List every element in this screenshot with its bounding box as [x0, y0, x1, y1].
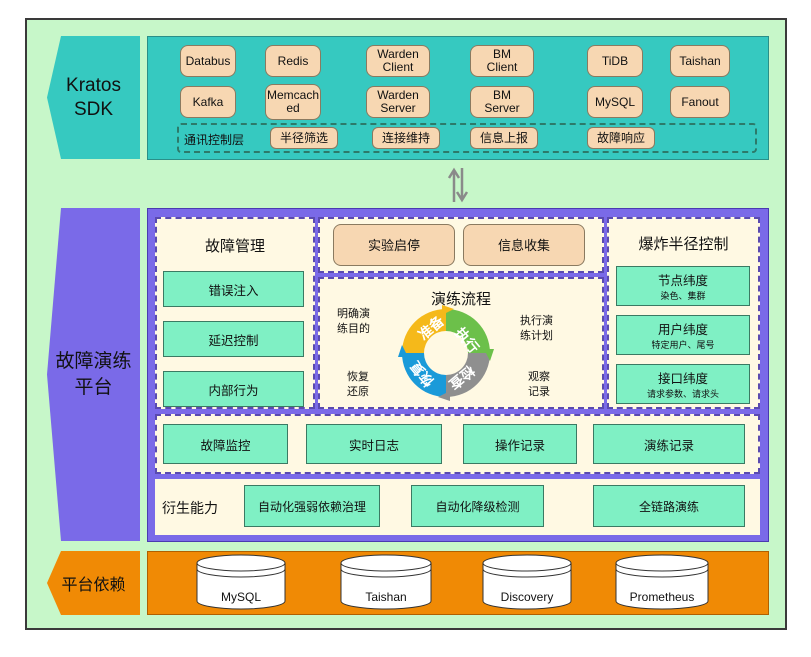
- deps-label: 平台依赖: [47, 551, 140, 615]
- start-stop-button[interactable]: 实验启停: [333, 224, 455, 266]
- sdk-label: Kratos SDK: [47, 36, 140, 159]
- fault-monitor-box[interactable]: 故障监控: [163, 424, 288, 464]
- sdk-panel: [147, 36, 769, 160]
- sdk-item-redis[interactable]: Redis: [265, 45, 321, 77]
- blast-title: 爆炸半径控制: [638, 236, 729, 253]
- blast-user-dim[interactable]: 用户纬度 特定用户、尾号: [616, 315, 750, 355]
- dep-discovery: Discovery: [501, 590, 554, 604]
- blast-api-label: 接口纬度: [657, 372, 708, 386]
- comm-item-radius-filter[interactable]: 半径筛选: [270, 127, 338, 149]
- sdk-item-databus[interactable]: Databus: [180, 45, 236, 77]
- fault-mgmt-border: [155, 217, 315, 409]
- flow-title: 演练流程: [430, 291, 491, 308]
- database-icon: MySQL: [196, 554, 286, 610]
- blast-user-label: 用户纬度: [657, 323, 708, 337]
- flow-left-top: 明确演 练目的: [337, 308, 370, 335]
- sdk-item-warden-client[interactable]: Warden Client: [366, 45, 430, 77]
- drill-record-box[interactable]: 演练记录: [593, 424, 745, 464]
- flow-ring: 准备 执行 检查 恢复: [398, 305, 494, 401]
- sdk-item-memcached[interactable]: Memcach ed: [265, 84, 321, 120]
- blast-panel-border: [607, 217, 760, 409]
- sdk-item-bm-client[interactable]: BM Client: [470, 45, 534, 77]
- dep-taishan: Taishan: [365, 590, 406, 604]
- sdk-item-mysql[interactable]: MySQL: [587, 86, 643, 118]
- fault-item-error-inject[interactable]: 错误注入: [163, 271, 304, 307]
- fault-item-delay-control[interactable]: 延迟控制: [163, 321, 304, 357]
- database-icon: Taishan: [340, 554, 432, 610]
- sdk-item-tidb[interactable]: TiDB: [587, 45, 643, 77]
- control-panel-border: [318, 217, 604, 273]
- dep-prometheus: Prometheus: [630, 590, 695, 604]
- comm-layer: [177, 123, 757, 153]
- flow-right-bottom: 观察 记录: [528, 371, 550, 398]
- sdk-item-taishan[interactable]: Taishan: [670, 45, 730, 77]
- derived-title: 衍生能力: [162, 500, 218, 516]
- blast-node-label: 节点纬度: [657, 274, 708, 288]
- blast-api-dim[interactable]: 接口纬度 请求参数、请求头: [616, 364, 750, 404]
- derived-full-link-drill[interactable]: 全链路演练: [593, 485, 745, 527]
- monitor-panel-border: [155, 414, 760, 474]
- blast-node-dim[interactable]: 节点纬度 染色、集群: [616, 266, 750, 306]
- flow-panel-border: [318, 277, 604, 409]
- flow-right-top: 执行演 练计划: [520, 315, 553, 342]
- dep-mysql: MySQL: [221, 590, 261, 604]
- realtime-log-box[interactable]: 实时日志: [306, 424, 442, 464]
- info-collect-button[interactable]: 信息收集: [463, 224, 585, 266]
- blast-node-sub: 染色、集群: [660, 291, 706, 301]
- sdk-item-kafka[interactable]: Kafka: [180, 86, 236, 118]
- deps-drums: MySQL Taishan Discovery Prometheus: [196, 554, 709, 610]
- up-down-arrows-icon: [447, 167, 469, 203]
- comm-item-keepalive[interactable]: 连接维持: [372, 127, 440, 149]
- sdk-item-bm-server[interactable]: BM Server: [470, 86, 534, 118]
- blast-api-sub: 请求参数、请求头: [646, 389, 719, 399]
- derived-dependency-governance[interactable]: 自动化强弱依赖治理: [244, 485, 380, 527]
- blast-user-sub: 特定用户、尾号: [651, 340, 715, 350]
- fault-item-internal-behavior[interactable]: 内部行为: [163, 371, 304, 407]
- flow-left-bottom: 恢复 还原: [347, 371, 369, 398]
- sdk-item-fanout[interactable]: Fanout: [670, 86, 730, 118]
- operation-record-box[interactable]: 操作记录: [463, 424, 577, 464]
- sdk-item-warden-server[interactable]: Warden Server: [366, 86, 430, 118]
- comm-item-response[interactable]: 故障响应: [587, 127, 655, 149]
- platform-label: 故障演练 平台: [47, 208, 140, 541]
- database-icon: Discovery: [482, 554, 572, 610]
- database-icon: Prometheus: [615, 554, 709, 610]
- derived-degrade-detection[interactable]: 自动化降级检测: [411, 485, 544, 527]
- comm-layer-title: 通讯控制层: [184, 133, 245, 147]
- fault-mgmt-title: 故障管理: [204, 238, 265, 255]
- comm-item-report[interactable]: 信息上报: [470, 127, 538, 149]
